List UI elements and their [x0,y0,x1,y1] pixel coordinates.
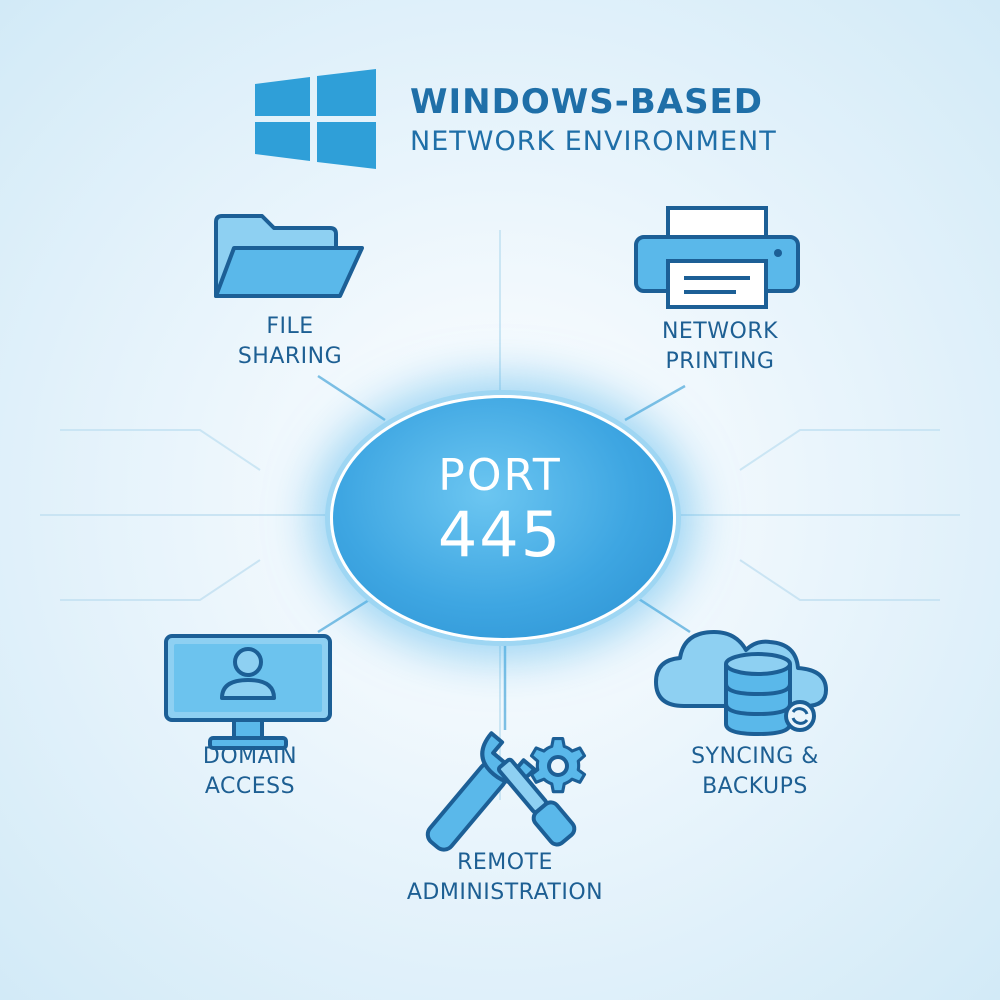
hub-line-2: 445 [437,498,563,571]
cloud-database-icon [654,630,828,737]
wrench-gear-icon [425,731,587,852]
title-line-2: NETWORK ENVIRONMENT [410,126,777,157]
label-syncing-backups: SYNCING & BACKUPS [691,744,819,799]
folder-icon [214,214,364,298]
hub-line-1: PORT [438,450,562,501]
label-network-printing: NETWORK PRINTING [661,319,779,374]
connector-file-sharing [317,374,386,422]
label-remote-administration: REMOTE ADMINISTRATION [406,850,604,905]
windows-logo-icon [255,69,376,169]
connector-network-printing [624,384,686,422]
connector-syncing-backups [624,588,691,634]
label-domain-access: DOMAIN ACCESS [202,744,298,799]
label-file-sharing: FILE SHARING [237,314,343,369]
monitor-user-icon [164,634,332,750]
title-line-1: WINDOWS-BASED [410,82,763,122]
printer-icon [634,206,800,309]
port-hub [330,395,676,641]
